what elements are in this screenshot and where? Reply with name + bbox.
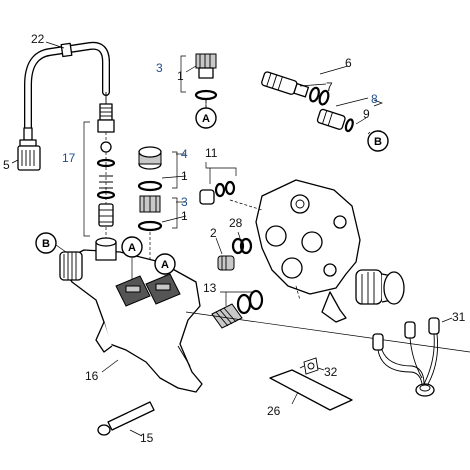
label-3-lower: 3 — [181, 195, 188, 209]
label-17: 17 — [62, 151, 76, 165]
part-labels: 22 5 17 3 1 6 7 8 9 4 1 3 1 11 28 2 13 3… — [3, 32, 466, 445]
cable-harness-part-31 — [372, 317, 453, 397]
label-6: 6 — [345, 56, 352, 70]
valve-cap-part-4 — [137, 146, 178, 192]
hose-part-22 — [24, 41, 110, 132]
label-28: 28 — [229, 216, 243, 230]
label-4: 4 — [181, 147, 188, 161]
label-1-middle: 1 — [181, 169, 188, 183]
label-13: 13 — [203, 281, 217, 295]
pump-head-manifold — [229, 179, 405, 323]
leader-lines — [161, 65, 301, 301]
fitting-group-part-6 — [261, 65, 383, 133]
oring-part-28 — [231, 231, 253, 255]
bolt-part-15 — [97, 401, 155, 437]
gasket-part-26 — [269, 369, 353, 411]
callout-a-left-text: A — [128, 242, 136, 254]
label-5: 5 — [3, 158, 10, 172]
valve-cap-part-3-lower — [137, 195, 178, 232]
label-1-lower: 1 — [181, 209, 188, 223]
label-26: 26 — [267, 404, 281, 418]
pump-housing-part-16 — [59, 237, 470, 393]
callout-a-housing-left — [121, 236, 143, 280]
callout-b-housing — [35, 232, 67, 254]
clip-part-32 — [299, 357, 325, 375]
callout-a-right-text: A — [161, 259, 169, 271]
label-31: 31 — [452, 310, 466, 324]
label-22: 22 — [31, 32, 45, 46]
callout-a-upper — [195, 100, 217, 129]
label-11: 11 — [205, 146, 218, 160]
label-15: 15 — [140, 431, 154, 445]
callout-a-upper-text: A — [202, 113, 210, 125]
label-3-upper: 3 — [156, 61, 163, 75]
callout-letters: A A A B B — [42, 113, 382, 271]
valve-stack-part-17 — [83, 92, 116, 240]
fitting-part-5 — [11, 127, 41, 171]
label-16: 16 — [85, 369, 99, 383]
label-7: 7 — [326, 80, 333, 94]
plug-part-2 — [215, 237, 235, 271]
fitting-part-13 — [211, 289, 264, 329]
fitting-part-11 — [199, 162, 237, 205]
label-32: 32 — [324, 365, 338, 379]
label-2: 2 — [210, 226, 217, 240]
label-8: 8 — [371, 92, 378, 106]
callout-b-right-text: B — [374, 136, 382, 148]
callout-b-fitting — [367, 130, 389, 152]
callout-a-housing-right — [154, 253, 176, 276]
label-9: 9 — [363, 107, 370, 121]
callout-b-left-text: B — [42, 238, 50, 250]
valve-cap-part-3-upper — [180, 53, 218, 101]
label-1-upper: 1 — [177, 69, 184, 83]
